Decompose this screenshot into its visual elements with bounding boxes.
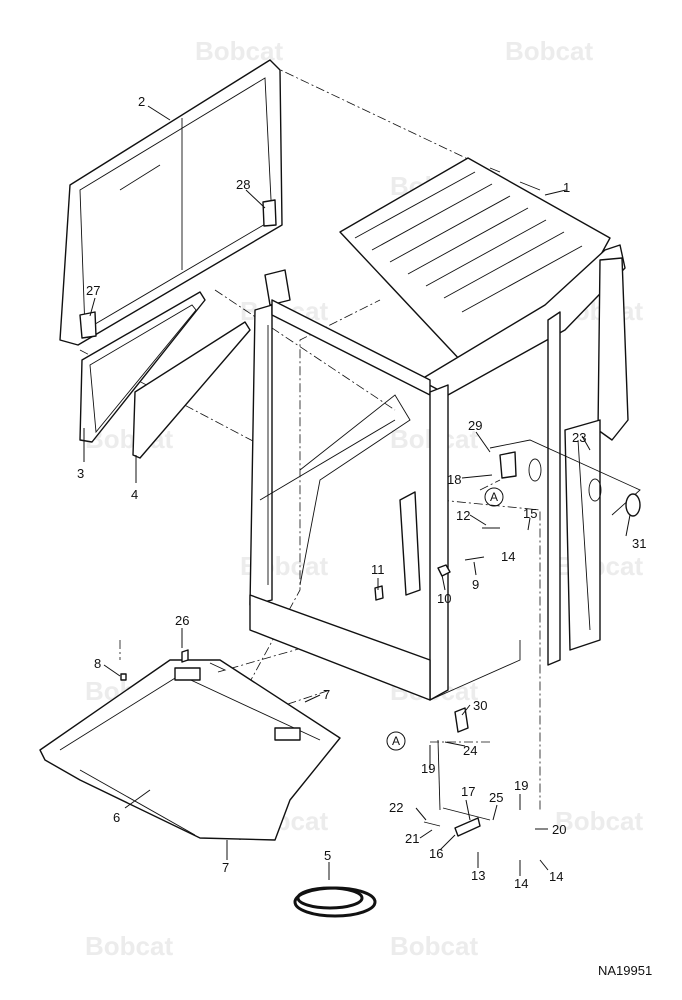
svg-text:Bobcat: Bobcat (390, 931, 478, 961)
callout-25: 25 (489, 790, 503, 805)
callout-12: 12 (456, 508, 470, 523)
callout-4: 4 (131, 487, 138, 502)
callout-9: 9 (472, 577, 479, 592)
callout-7: 7 (323, 687, 330, 702)
callout-26: 26 (175, 613, 189, 628)
hinge-upper-icon (262, 199, 277, 227)
callout-13: 13 (471, 868, 485, 883)
callout-15: 15 (523, 506, 537, 521)
window-seal (132, 321, 251, 459)
callout-17: 17 (461, 784, 475, 799)
callout-7: 7 (222, 860, 229, 875)
callout-28: 28 (236, 177, 250, 192)
knob-icon (437, 564, 451, 577)
callout-27: 27 (86, 283, 100, 298)
callout-11: 11 (371, 562, 385, 577)
reference-markers: A A (386, 487, 504, 751)
drawing-number: NA19951 (598, 963, 652, 978)
callout-3: 3 (77, 466, 84, 481)
callout-20: 20 (552, 822, 566, 837)
svg-text:Bobcat: Bobcat (505, 36, 593, 66)
callout-1: 1 (563, 180, 570, 195)
callout-16: 16 (429, 846, 443, 861)
callout-30: 30 (473, 698, 487, 713)
callout-29: 29 (468, 418, 482, 433)
svg-text:A: A (392, 734, 400, 748)
door-panel (59, 59, 283, 346)
leader-lines (83, 105, 631, 880)
door-seal-coil (293, 886, 377, 918)
callout-8: 8 (94, 656, 101, 671)
latch-detail-group (489, 439, 641, 517)
callout-18: 18 (447, 472, 461, 487)
callout-14: 14 (514, 876, 528, 891)
pin-icon (454, 817, 481, 837)
lever-handle-icon (454, 707, 469, 733)
callout-19: 19 (514, 778, 528, 793)
callout-23: 23 (572, 430, 586, 445)
nut-icon (120, 673, 127, 681)
floor-mat (39, 659, 341, 841)
callout-6: 6 (113, 810, 120, 825)
callout-14: 14 (549, 869, 563, 884)
callout-21: 21 (405, 831, 419, 846)
reference-circle-a (484, 487, 504, 507)
callout-5: 5 (324, 848, 331, 863)
reference-circle-a (386, 731, 406, 751)
callout-labels: 1 2 3 4 5 6 7 7 8 9 10 11 12 13 14 14 14… (77, 94, 646, 891)
hinge-lower-icon (79, 311, 97, 339)
callout-10: 10 (437, 591, 451, 606)
cab-frame (249, 157, 629, 701)
svg-text:Bobcat: Bobcat (555, 806, 643, 836)
callout-22: 22 (389, 800, 403, 815)
callout-24: 24 (463, 743, 477, 758)
callout-2: 2 (138, 94, 145, 109)
latch-block-icon (374, 585, 384, 601)
callout-19: 19 (421, 761, 435, 776)
hardware-parts (120, 527, 500, 837)
lower-window-glass (79, 291, 206, 443)
callout-14: 14 (501, 549, 515, 564)
callout-31: 31 (632, 536, 646, 551)
svg-text:A: A (490, 490, 498, 504)
clip-icon (181, 649, 189, 663)
svg-text:Bobcat: Bobcat (85, 931, 173, 961)
